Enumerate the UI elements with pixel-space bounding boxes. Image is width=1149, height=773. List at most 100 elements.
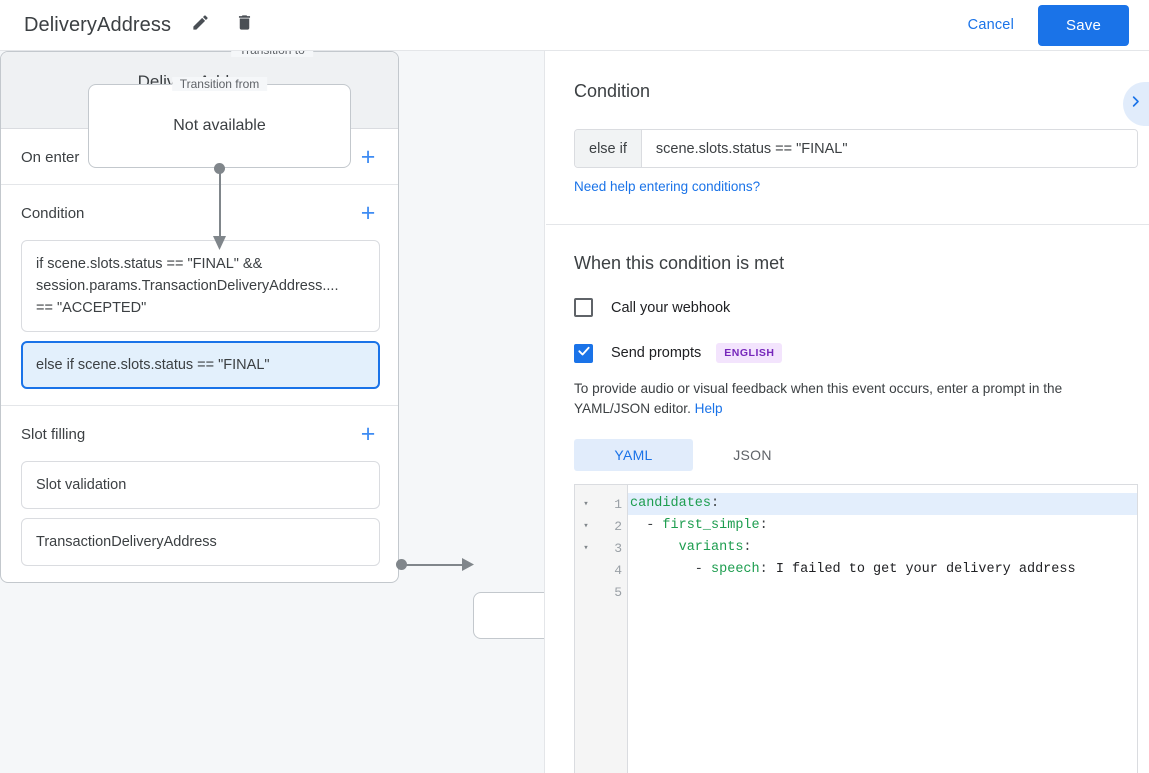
editor-code-line[interactable] <box>628 581 1137 603</box>
tab-yaml[interactable]: YAML <box>574 439 693 471</box>
section-condition-header: Condition + <box>1 185 398 240</box>
section-slot-filling-body: Slot validation TransactionDeliveryAddre… <box>1 461 398 582</box>
when-condition-met-title: When this condition is met <box>574 253 785 273</box>
slot-transaction-delivery-address-item[interactable]: TransactionDeliveryAddress <box>21 518 380 566</box>
code-key: first_simple <box>662 518 760 533</box>
condition-expression-input[interactable] <box>641 130 1137 167</box>
editor-format-tabs: YAML JSON <box>574 439 1121 471</box>
editor-line-number: 4 <box>614 562 622 578</box>
section-slot-filling: Slot filling + Slot validation Transacti… <box>1 406 398 582</box>
page-title: DeliveryAddress <box>24 13 172 36</box>
editor-code-line[interactable]: - speech: I failed to get your delivery … <box>628 559 1137 581</box>
language-badge: ENGLISH <box>716 343 783 363</box>
section-condition: Condition + if scene.slots.status == "FI… <box>1 185 398 406</box>
add-condition-button[interactable]: + <box>360 199 376 227</box>
edit-name-button[interactable] <box>185 10 215 40</box>
send-prompts-label: Send prompts <box>611 345 702 361</box>
editor-code-line[interactable]: candidates: <box>628 493 1137 515</box>
send-prompts-checkbox[interactable] <box>574 343 593 363</box>
code-key: candidates <box>630 496 712 511</box>
top-app-bar: DeliveryAddress Cancel Save <box>0 0 1149 51</box>
code-indent: - <box>630 518 663 533</box>
send-prompts-row[interactable]: Send prompts ENGLISH <box>574 343 1121 363</box>
condition-if-line-1: if scene.slots.status == "FINAL" && <box>36 256 263 272</box>
condition-item-if[interactable]: if scene.slots.status == "FINAL" && sess… <box>21 240 380 332</box>
webhook-row[interactable]: Call your webhook <box>574 298 1121 317</box>
transition-from-legend: Transition from <box>171 77 268 91</box>
slot-transaction-delivery-address-label: TransactionDeliveryAddress <box>36 534 217 550</box>
transition-to-legend: Transition to <box>231 51 313 57</box>
editor-line-number: 2 <box>614 518 622 534</box>
editor-line-number: 3 <box>614 540 622 556</box>
code-colon: : <box>759 518 768 533</box>
condition-if-line-3: == "ACCEPTED" <box>36 300 147 316</box>
transition-target-node[interactable] <box>473 592 544 639</box>
editor-code-line[interactable]: variants: <box>628 537 1137 559</box>
pencil-icon <box>191 13 210 37</box>
save-button[interactable]: Save <box>1038 4 1129 46</box>
connector-line-vertical <box>219 168 221 240</box>
section-slot-filling-label: Slot filling <box>21 426 86 443</box>
connector-arrow-down <box>213 236 226 250</box>
code-key: variants <box>678 540 744 555</box>
editor-gutter-line: 5 <box>575 581 627 603</box>
flow-canvas[interactable]: Transition from Not available Transition… <box>0 51 545 773</box>
connector-arrow-right <box>462 558 474 571</box>
condition-item-else-if[interactable]: else if scene.slots.status == "FINAL" <box>21 341 380 389</box>
code-colon: : <box>711 496 720 511</box>
section-condition-label: Condition <box>21 205 85 222</box>
transition-from-node[interactable]: Transition from Not available <box>88 77 351 168</box>
section-on-enter-header: On enter + <box>1 129 398 184</box>
delete-button[interactable] <box>229 10 259 40</box>
editor-code-area[interactable]: candidates: - first_simple: variants: - … <box>628 485 1137 773</box>
panel-expand-button[interactable] <box>1123 82 1149 126</box>
editor-gutter-line: ▾2 <box>575 515 627 537</box>
editor-gutter-line: 4 <box>575 559 627 581</box>
section-slot-filling-header: Slot filling + <box>1 406 398 461</box>
slot-validation-item[interactable]: Slot validation <box>21 461 380 509</box>
editor-line-number: 1 <box>614 496 622 512</box>
fold-toggle-icon[interactable]: ▾ <box>583 499 589 509</box>
fold-toggle-icon[interactable]: ▾ <box>583 521 589 531</box>
fold-toggle-icon[interactable]: ▾ <box>583 543 589 553</box>
condition-else-if-line-1: else if scene.slots.status == "FINAL" <box>36 357 270 373</box>
condition-prefix-label: else if <box>575 130 642 167</box>
editor-code-line[interactable]: - first_simple: <box>628 515 1137 537</box>
editor-line-number: 5 <box>614 584 622 600</box>
connector-line-horizontal <box>401 564 465 566</box>
code-colon: : <box>759 562 768 577</box>
check-icon <box>577 344 591 363</box>
add-on-enter-button[interactable]: + <box>360 143 376 171</box>
transition-from-title: Not available <box>173 117 266 134</box>
cancel-button[interactable]: Cancel <box>954 8 1028 42</box>
section-on-enter: On enter + <box>1 129 398 185</box>
code-key: speech <box>711 562 760 577</box>
chevron-right-icon <box>1128 94 1143 114</box>
condition-input-row[interactable]: else if <box>574 129 1138 168</box>
send-prompts-description: To provide audio or visual feedback when… <box>574 379 1121 419</box>
call-webhook-checkbox[interactable] <box>574 298 593 317</box>
section-on-enter-label: On enter <box>21 149 80 166</box>
editor-gutter-line: ▾3 <box>575 537 627 559</box>
code-indent: - <box>630 562 712 577</box>
condition-if-line-2: session.params.TransactionDeliveryAddres… <box>36 278 339 294</box>
tab-json[interactable]: JSON <box>733 447 772 463</box>
code-value: I failed to get your delivery address <box>767 562 1076 577</box>
condition-section-title: Condition <box>574 81 651 101</box>
trash-icon <box>235 13 254 37</box>
section-condition-body: if scene.slots.status == "FINAL" && sess… <box>1 240 398 405</box>
add-slot-filling-button[interactable]: + <box>360 420 376 448</box>
call-webhook-label: Call your webhook <box>611 299 731 316</box>
code-indent <box>630 540 679 555</box>
send-prompts-description-text: To provide audio or visual feedback when… <box>574 381 1063 416</box>
code-colon: : <box>743 540 752 555</box>
editor-gutter-line: ▾1 <box>575 493 627 515</box>
details-panel: Condition else if Need help entering con… <box>546 51 1149 773</box>
condition-section: Condition else if Need help entering con… <box>546 51 1149 225</box>
condition-help-link[interactable]: Need help entering conditions? <box>574 179 761 194</box>
prompts-help-link[interactable]: Help <box>694 401 723 416</box>
slot-validation-label: Slot validation <box>36 477 127 493</box>
